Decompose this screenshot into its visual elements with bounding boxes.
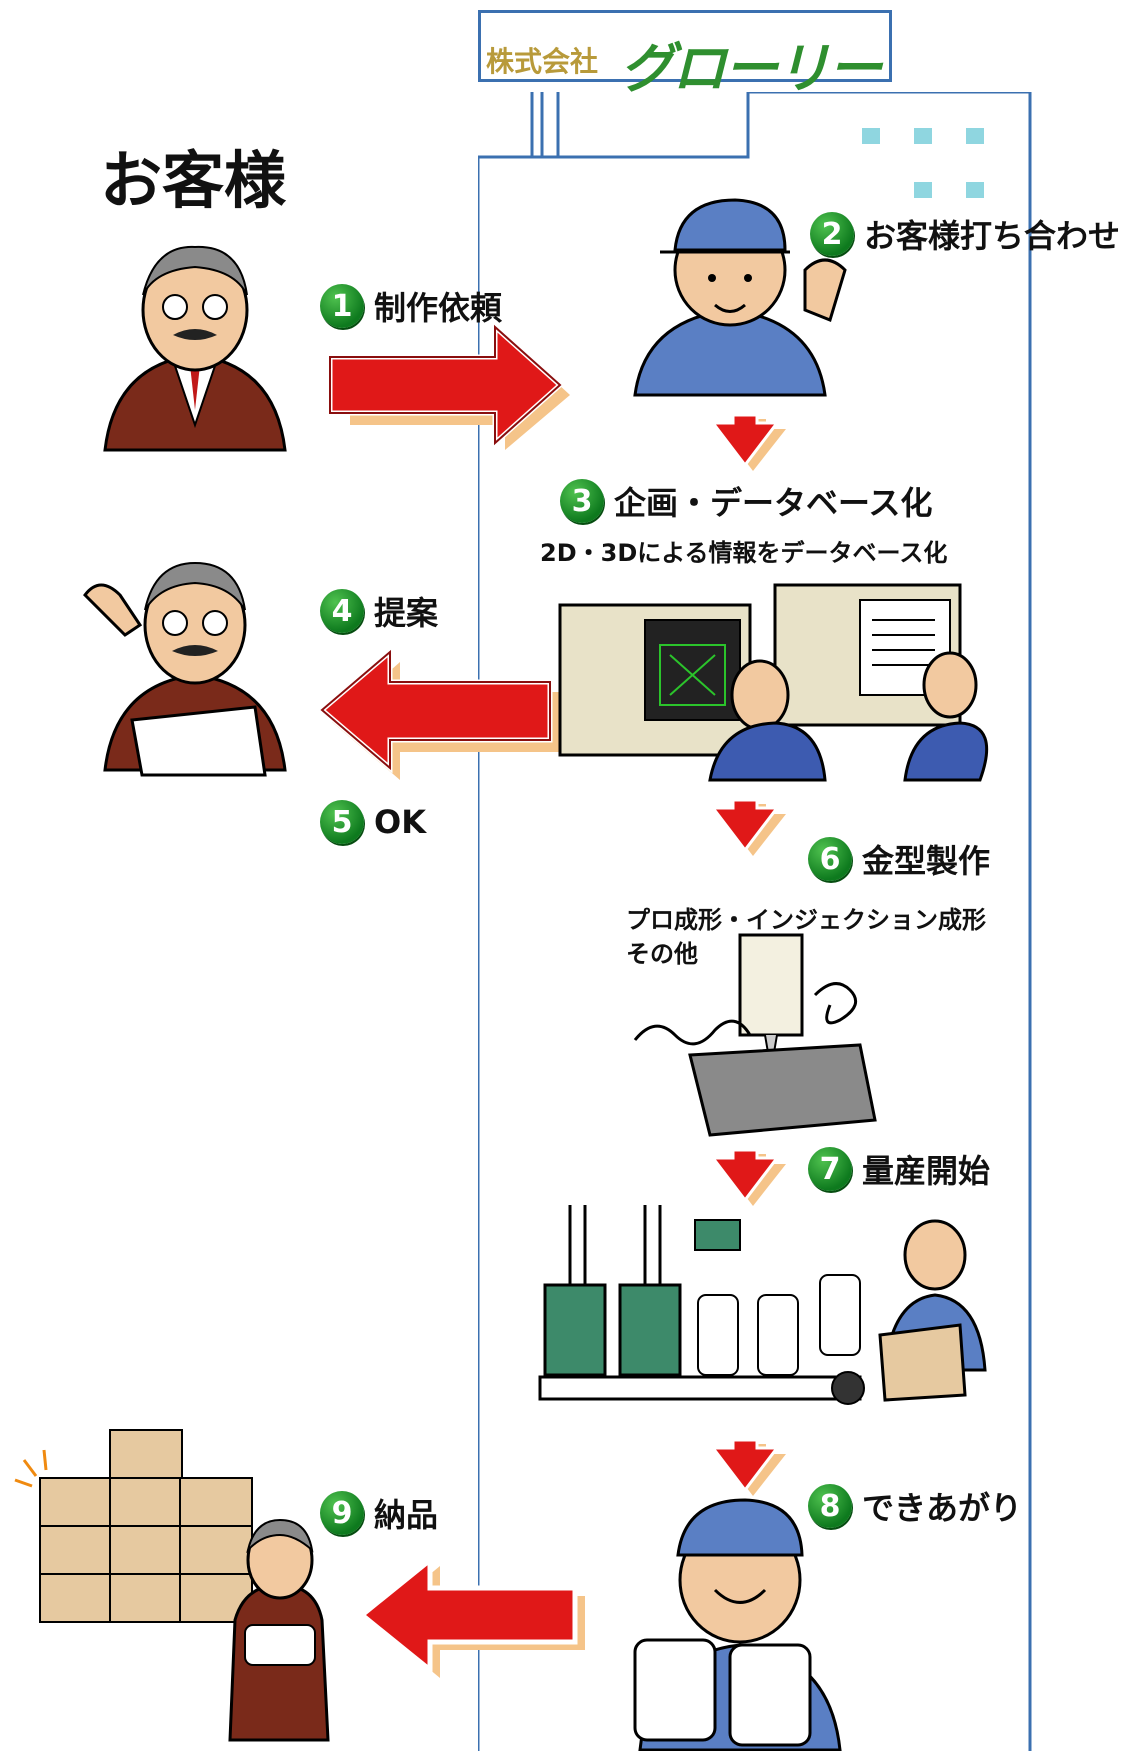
mass-production-illustration (538, 1205, 987, 1405)
step-4-label: 提案 (374, 594, 439, 632)
finished-product-illustration (633, 1498, 842, 1751)
step-6-subtext-1: プロ成形・インジェクション成形 (626, 906, 986, 934)
arrow-delivery-left (358, 1554, 585, 1678)
mold-making-illustration (633, 933, 877, 1137)
step-1: 1 制作依頼 (320, 283, 502, 329)
down-arrow-4 (709, 1438, 786, 1496)
company-logo: グローリー (620, 37, 882, 100)
customer-illustration-delivery (14, 1429, 330, 1742)
step-5-label: OK (374, 803, 426, 841)
step-5-badge: 5 (320, 800, 364, 844)
staff-meeting-illustration (633, 198, 847, 397)
step-5: 5 OK (320, 800, 426, 844)
arrow-request-right (327, 321, 570, 450)
step-9-label: 納品 (374, 1496, 439, 1534)
company-building (478, 92, 1032, 1751)
down-arrow-2 (709, 798, 786, 856)
step-1-badge: 1 (320, 284, 364, 328)
step-6-badge: 6 (808, 837, 852, 881)
customer-illustration-request (103, 245, 287, 452)
step-3-subtext: 2D・3Dによる情報をデータベース化 (540, 539, 948, 567)
step-7-badge: 7 (808, 1147, 852, 1191)
step-2-badge: 2 (810, 212, 854, 256)
customer-illustration-proposal (83, 561, 287, 777)
down-arrow-3 (709, 1148, 786, 1206)
step-2: 2 お客様打ち合わせ (810, 211, 1120, 257)
step-8-badge: 8 (808, 1484, 852, 1528)
arrow-proposal-left (318, 646, 560, 780)
step-4-badge: 4 (320, 589, 364, 633)
step-6-label: 金型製作 (862, 842, 991, 880)
step-6-subtext-2: その他 (626, 940, 698, 968)
database-work-illustration (558, 583, 989, 782)
step-7: 7 量産開始 (808, 1146, 990, 1192)
step-9-badge: 9 (320, 1491, 364, 1535)
step-8: 8 できあがり (808, 1483, 1022, 1529)
customer-label: お客様 (100, 144, 287, 217)
step-2-label: お客様打ち合わせ (864, 217, 1121, 255)
step-4: 4 提案 (320, 588, 438, 634)
step-1-label: 制作依頼 (374, 289, 503, 327)
step-9: 9 納品 (320, 1490, 438, 1536)
company-sign (478, 10, 892, 82)
step-7-label: 量産開始 (862, 1152, 991, 1190)
step-3: 3 企画・データベース化 (560, 478, 932, 524)
down-arrow-1 (709, 413, 786, 471)
step-6: 6 金型製作 (808, 836, 990, 882)
company-prefix: 株式会社 (486, 45, 599, 78)
step-3-label: 企画・データベース化 (614, 484, 933, 522)
step-3-badge: 3 (560, 479, 604, 523)
step-8-label: できあがり (862, 1489, 1023, 1527)
